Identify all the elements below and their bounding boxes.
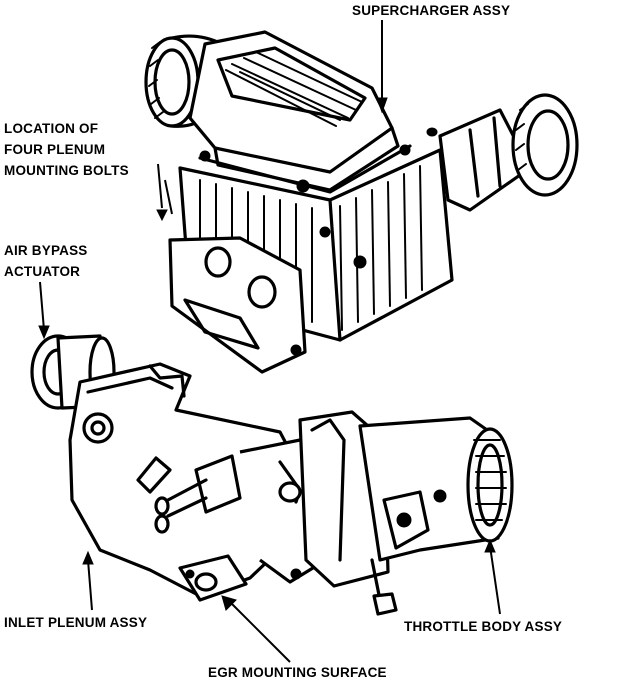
label-throttle-body-assy: THROTTLE BODY ASSY [404,619,563,634]
supercharger-outlet-flange [168,236,307,374]
leader-inlet-plenum [87,559,93,611]
label-air-bypass-actuator: AIR BYPASS ACTUATOR [4,240,88,282]
label-inlet-plenum-assy: INLET PLENUM ASSY [4,615,148,630]
label-supercharger-assy: SUPERCHARGER ASSY [352,3,511,18]
throttle-body [298,410,514,616]
leader-plenum-bolts [157,163,173,215]
supercharger-snout [426,93,579,212]
leader-egr [229,601,291,663]
inlet-plenum [68,362,332,602]
supercharger-assembly [144,30,579,374]
supercharger-top-cover [188,30,412,194]
label-plenum-bolts-line3: MOUNTING BOLTS [4,163,129,178]
label-plenum-bolts-line2: FOUR PLENUM [4,142,106,157]
label-air-bypass-line1: AIR BYPASS [4,243,88,258]
leader-lines [38,20,501,663]
label-plenum-bolts: LOCATION OF FOUR PLENUM MOUNTING BOLTS [4,118,129,181]
label-plenum-bolts-line1: LOCATION OF [4,121,99,136]
air-bypass-actuator [30,334,116,410]
label-air-bypass-line2: ACTUATOR [4,264,81,279]
label-egr-mounting-surface: EGR MOUNTING SURFACE [208,665,387,680]
leader-air-bypass [39,281,45,331]
leader-throttle-body [489,545,501,615]
